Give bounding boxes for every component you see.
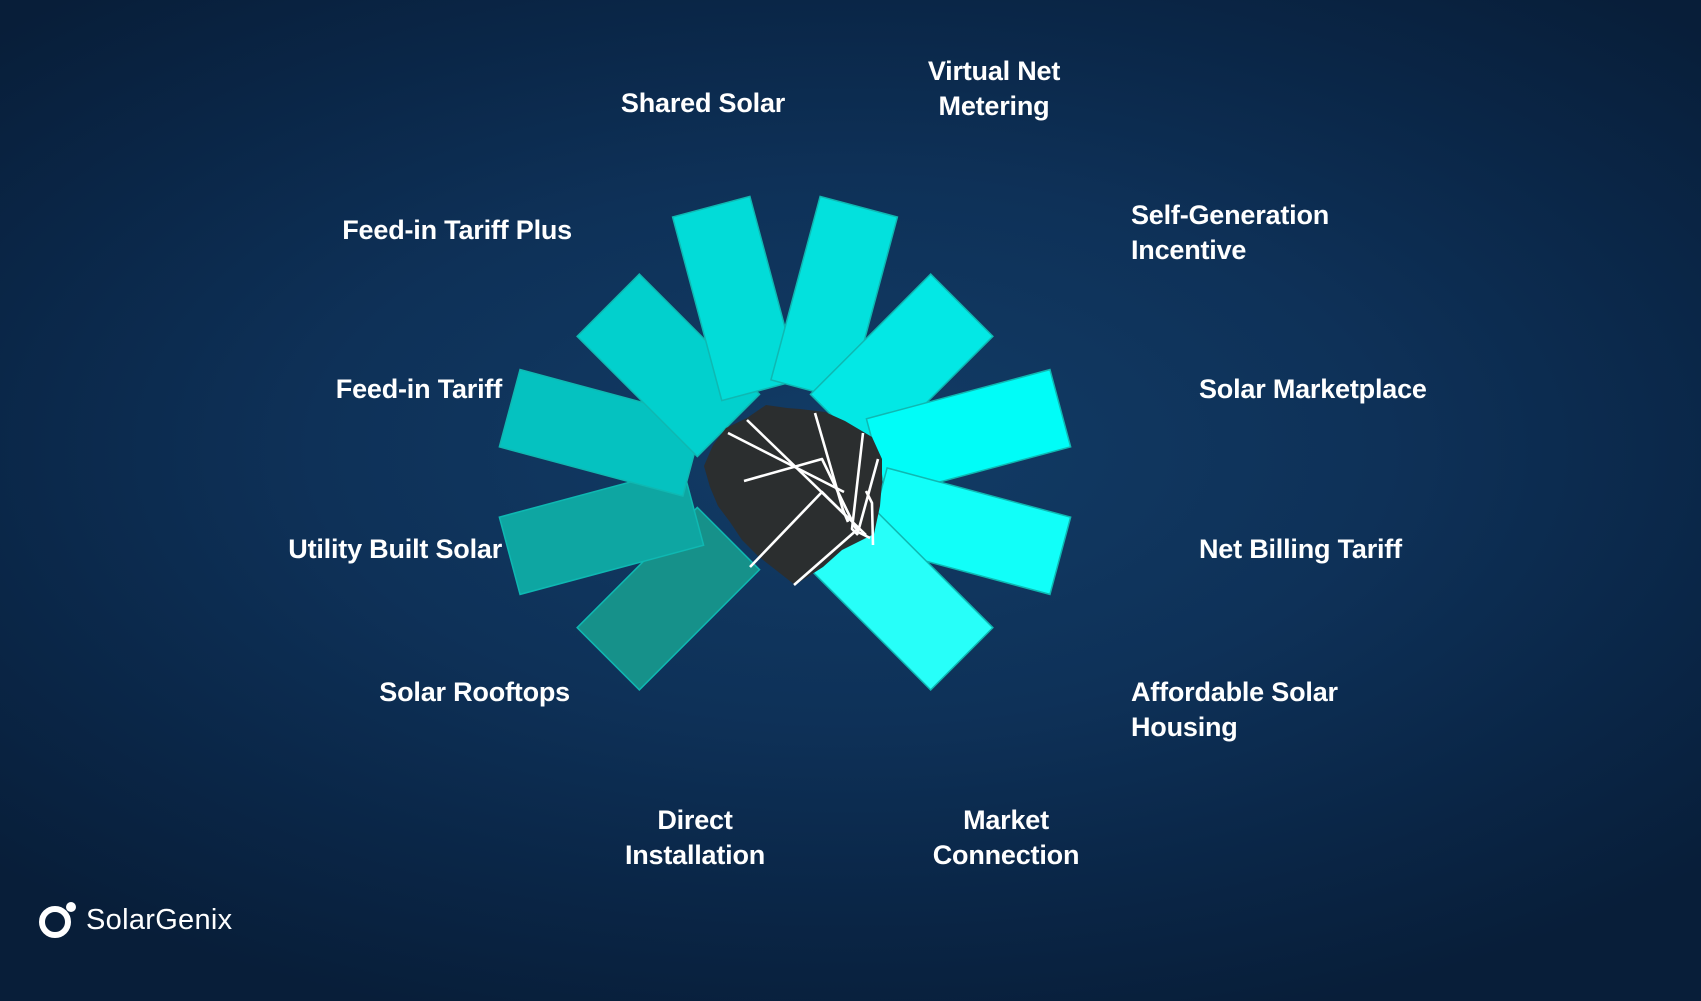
label-line: Net Billing Tariff (1199, 534, 1402, 564)
hub-shape (704, 405, 882, 585)
label-net-billing-tariff: Net Billing Tariff (1199, 532, 1402, 567)
label-line: Metering (938, 91, 1050, 121)
label-solar-marketplace: Solar Marketplace (1199, 372, 1427, 407)
label-line: Feed-in Tariff (335, 374, 502, 404)
label-line: Affordable Solar (1131, 677, 1338, 707)
label-line: Market (963, 805, 1049, 835)
petal-solar-rooftops (576, 506, 761, 691)
label-line: Direct (657, 805, 733, 835)
label-line: Feed-in Tariff Plus (342, 215, 572, 245)
label-line: Solar Marketplace (1199, 374, 1427, 404)
label-line: Housing (1131, 712, 1238, 742)
label-solar-rooftops: Solar Rooftops (379, 675, 570, 710)
label-shared-solar: Shared Solar (621, 86, 785, 121)
label-line: Connection (932, 840, 1080, 870)
petal-virtual-net-metering (770, 195, 899, 402)
petal-shared-solar (671, 195, 800, 402)
label-line: Self-Generation (1131, 200, 1330, 230)
label-feed-in-tariff-plus: Feed-in Tariff Plus (342, 213, 572, 248)
hub-spiral-lines (727, 412, 880, 586)
petal-feed-in-tariff-plus (576, 273, 761, 458)
brand-name: SolarGenix (86, 903, 233, 936)
label-line: Shared Solar (620, 88, 786, 118)
label-feed-in-tariff: Feed-in Tariff (336, 372, 502, 407)
solargenix-ring-logo-icon (39, 902, 76, 938)
label-line: Virtual Net (927, 56, 1061, 86)
center-hub (704, 405, 882, 586)
brand-logo: SolarGenix (38, 900, 232, 940)
petal-utility-built-solar (498, 467, 705, 596)
label-line: Utility Built Solar (288, 534, 502, 564)
label-line: Incentive (1131, 235, 1247, 265)
label-line: Installation (624, 840, 766, 870)
label-utility-built-solar: Utility Built Solar (288, 532, 502, 567)
petal-feed-in-tariff (498, 368, 705, 497)
petals-group (498, 195, 1072, 691)
label-line: Solar Rooftops (379, 677, 570, 707)
